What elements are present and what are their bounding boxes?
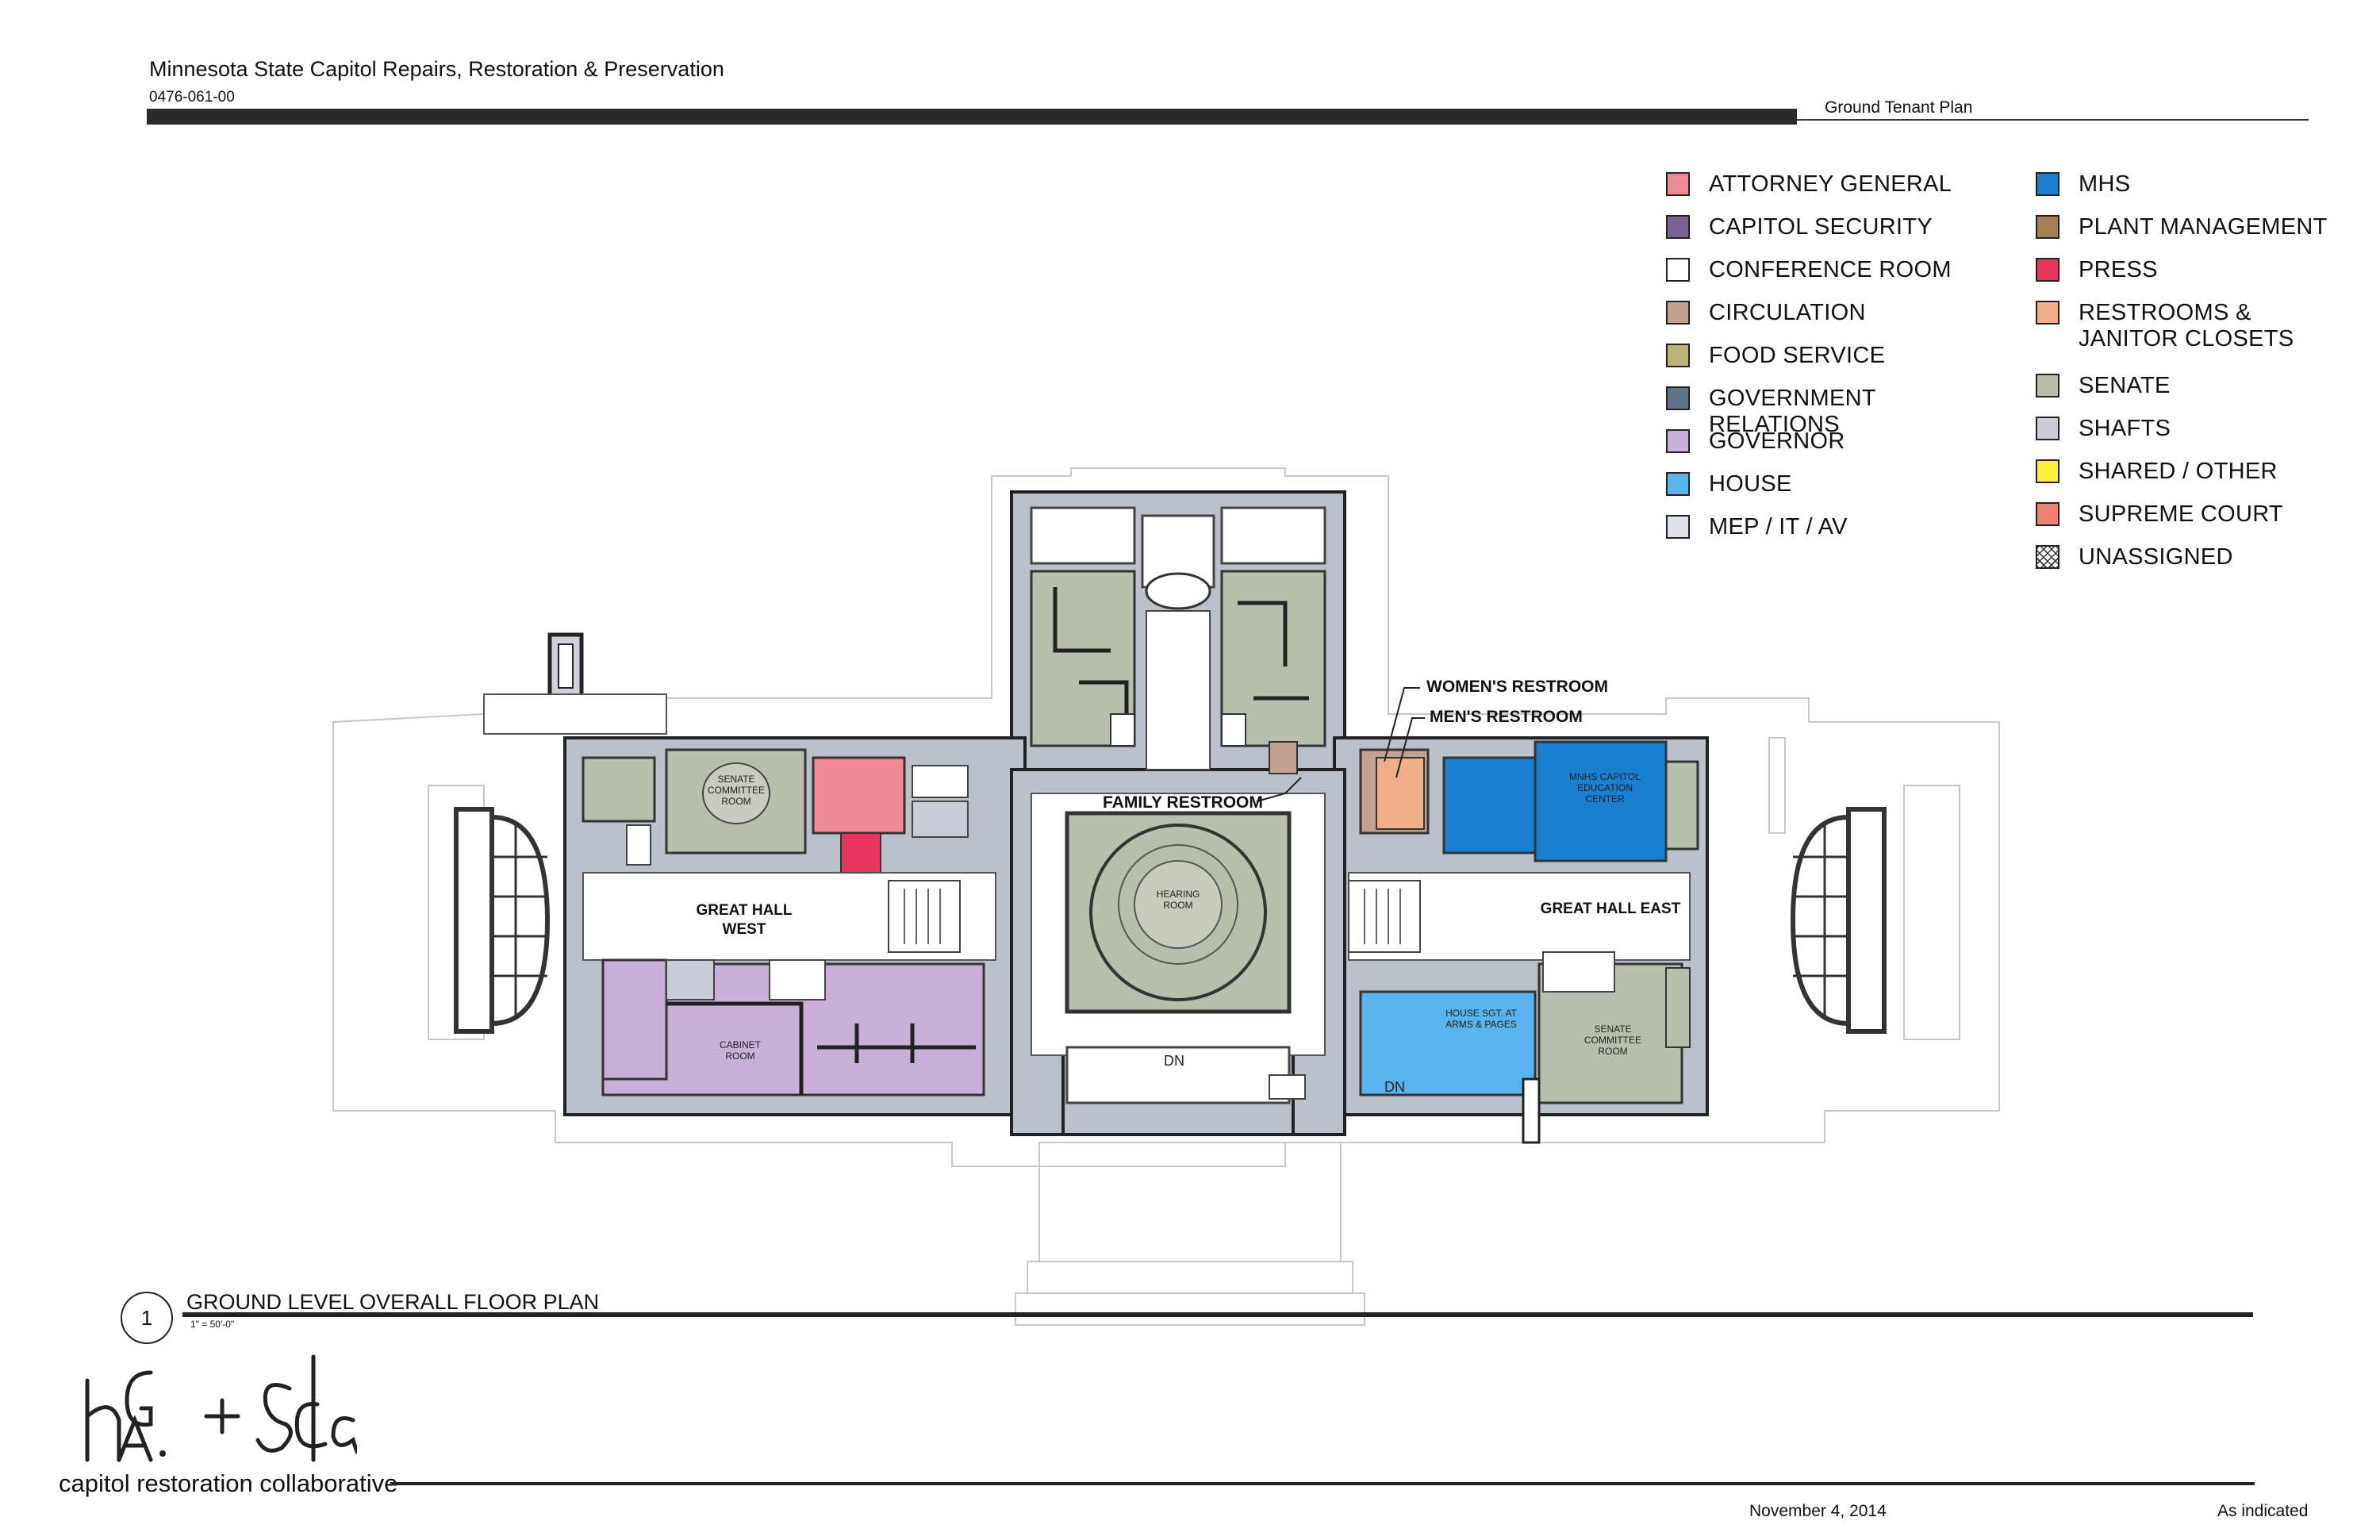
stair-down-label: DN <box>1384 1079 1405 1095</box>
legend-label: FOOD SERVICE <box>1709 343 1886 368</box>
east-block <box>1269 740 1699 1144</box>
legend-swatch <box>1666 472 1690 496</box>
legend-swatch <box>2036 172 2059 196</box>
drawing-title-rule <box>182 1312 2253 1317</box>
legend-item-unassigned: UNASSIGNED <box>2036 544 2233 570</box>
legend-swatch <box>2036 374 2059 397</box>
legend-label: HOUSE <box>1709 471 1792 497</box>
legend-label: CIRCULATION <box>1709 300 1866 325</box>
legend-item-plant-management: PLANT MANAGEMENT <box>2036 214 2328 240</box>
callout-leaders <box>1256 687 1425 802</box>
legend-item-supreme-court: SUPREME COURT <box>2036 501 2283 528</box>
sheet-name: Ground Tenant Plan <box>1825 98 1973 117</box>
legend-label: SUPREME COURT <box>2079 501 2283 527</box>
west-entry <box>454 693 667 1034</box>
legend-item-senate: SENATE <box>2036 373 2171 399</box>
legend-swatch <box>1666 344 1690 367</box>
legend-label: SHARED / OTHER <box>2079 459 2278 484</box>
collaborative-name: capitol restoration collaborative <box>59 1469 398 1497</box>
legend-swatch <box>1666 429 1690 453</box>
legend-swatch <box>1666 515 1690 539</box>
room-senate-committee-east: SENATE COMMITTEE ROOM <box>1584 1023 1641 1057</box>
legend-item-restrooms-janitor: RESTROOMS & JANITOR CLOSETS <box>2036 300 2348 352</box>
site-outline <box>332 467 2000 1326</box>
header-rule <box>1797 119 2309 121</box>
project-title: Minnesota State Capitol Repairs, Restora… <box>149 57 724 81</box>
stair-tower <box>547 632 584 699</box>
legend-swatch <box>2036 301 2059 325</box>
callout-womens-restroom: WOMEN'S RESTROOM <box>1426 678 1608 696</box>
drawing-number: 1 <box>121 1292 173 1344</box>
legend-label: GOVERNMENT RELATIONS <box>1709 386 1876 437</box>
great-hall-west-label: GREAT HALL WEST <box>696 902 793 938</box>
header-bar <box>147 109 1797 125</box>
callout-family-restroom: FAMILY RESTROOM <box>1103 793 1263 812</box>
legend-swatch <box>2036 258 2059 282</box>
legend-item-conference-room: CONFERENCE ROOM <box>1666 257 1952 283</box>
legend-label: RESTROOMS & JANITOR CLOSETS <box>2079 300 2294 351</box>
legend-item-attorney-general: ATTORNEY GENERAL <box>1666 171 1952 198</box>
legend-item-press: PRESS <box>2036 257 2158 283</box>
legend-label: SENATE <box>2079 373 2171 398</box>
legend-swatch <box>1666 301 1690 325</box>
legend-item-capitol-security: CAPITOL SECURITY <box>1666 214 1933 240</box>
great-hall-east-label: GREAT HALL EAST <box>1540 901 1681 917</box>
legend-label: CAPITOL SECURITY <box>1709 214 1933 240</box>
legend-label: ATTORNEY GENERAL <box>1709 171 1952 197</box>
legend-item-house: HOUSE <box>1666 471 1792 497</box>
legend-label: SHAFTS <box>2079 416 2171 441</box>
center-rotunda <box>1031 793 1326 1104</box>
sheet-scale: As indicated <box>2217 1502 2309 1520</box>
room-cabinet: CABINET ROOM <box>719 1039 761 1062</box>
legend-label: MHS <box>2079 171 2131 197</box>
legend-swatch <box>1666 172 1690 196</box>
legend-item-government-relations: GOVERNMENT RELATIONS <box>1666 386 1979 438</box>
legend-label: CONFERENCE ROOM <box>1709 257 1952 282</box>
legend-label: PLANT MANAGEMENT <box>2079 214 2328 240</box>
room-hearing: HEARING ROOM <box>1156 889 1200 911</box>
drawing-scale: 1" = 50'-0" <box>190 1319 235 1330</box>
legend-item-circulation: CIRCULATION <box>1666 300 1866 326</box>
room-senate-committee-west: SENATE COMMITTEE ROOM <box>708 774 765 807</box>
legend-item-food-service: FOOD SERVICE <box>1666 343 1885 369</box>
east-entry <box>1790 807 1887 1034</box>
legend-label: MEP / IT / AV <box>1709 514 1848 540</box>
project-number: 0476-061-00 <box>149 89 235 106</box>
legend-swatch <box>1666 215 1690 239</box>
footer-rule <box>390 1482 2255 1485</box>
west-block <box>582 748 996 1096</box>
room-house-sgt-at-arms: HOUSE SGT. AT ARMS & PAGES <box>1445 1008 1517 1030</box>
legend-swatch <box>2036 417 2059 440</box>
issue-date: November 4, 2014 <box>1749 1502 1887 1520</box>
legend-label: GOVERNOR <box>1709 428 1845 454</box>
legend-swatch <box>1666 386 1690 410</box>
legend-item-shafts: SHAFTS <box>2036 416 2171 442</box>
legend-swatch <box>1666 258 1690 282</box>
legend-item-governor: GOVERNOR <box>1666 428 1845 455</box>
stair-down-label: DN <box>1164 1053 1184 1069</box>
hga-sca-logo <box>85 1354 357 1462</box>
legend-item-mhs: MHS <box>2036 171 2130 198</box>
legend-label: UNASSIGNED <box>2079 544 2233 570</box>
legend-swatch <box>2036 215 2059 239</box>
legend-swatch <box>2036 459 2059 483</box>
legend-swatch-hatched <box>2036 545 2059 569</box>
room-mhs-education-center: MNHS CAPITOL EDUCATION CENTER <box>1569 771 1641 805</box>
legend-swatch <box>2036 502 2059 526</box>
legend-label: PRESS <box>2079 257 2158 282</box>
north-wing <box>1030 506 1326 770</box>
drawing-title: GROUND LEVEL OVERALL FLOOR PLAN <box>186 1290 600 1314</box>
callout-mens-restroom: MEN'S RESTROOM <box>1430 708 1583 726</box>
legend-item-mep-it-av: MEP / IT / AV <box>1666 514 1848 540</box>
legend-item-shared-other: SHARED / OTHER <box>2036 459 2278 485</box>
